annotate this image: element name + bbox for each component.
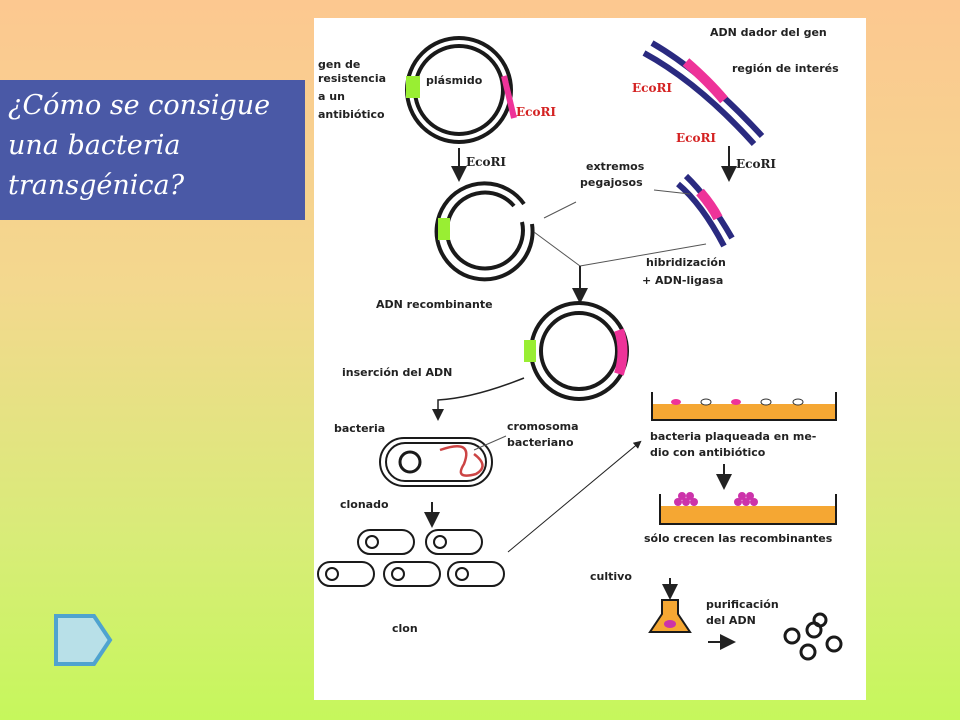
next-slide-arrow-icon[interactable] xyxy=(52,612,114,668)
slide-title: ¿Cómo se consigue una bacteria transgéni… xyxy=(8,90,271,201)
label-ecori-arrow-left: EcoRI xyxy=(466,155,506,169)
donor-dna xyxy=(642,40,765,147)
label-gen-resistencia-4: antibiótico xyxy=(318,108,385,121)
cut-plasmid xyxy=(434,181,535,282)
agar-plate-1 xyxy=(651,392,837,421)
label-solo-crecen: sólo crecen las recombinantes xyxy=(644,532,833,545)
label-cultivo: cultivo xyxy=(590,570,632,583)
label-ecori-arrow-right: EcoRI xyxy=(736,157,776,171)
label-cromosoma-2: bacteriano xyxy=(507,436,574,449)
label-region-interes: región de interés xyxy=(732,62,839,75)
culture-flask xyxy=(648,599,692,633)
title-box: ¿Cómo se consigue una bacteria transgéni… xyxy=(0,80,305,220)
label-hibridizacion-1: hibridización xyxy=(646,256,726,269)
label-clon: clon xyxy=(392,622,418,635)
label-plaqueada-1: bacteria plaqueada en me- xyxy=(650,430,816,443)
diagram-panel: gen de resistencia a un antibiótico plás… xyxy=(314,18,866,700)
label-ecori-plasmid: EcoRI xyxy=(516,105,556,119)
label-ecori-donor-2: EcoRI xyxy=(676,131,716,145)
sticky-end-fragment xyxy=(676,173,735,248)
label-gen-resistencia-3: a un xyxy=(318,90,345,103)
bacterium xyxy=(379,437,493,487)
label-purificacion-2: del ADN xyxy=(706,614,756,627)
label-purificacion-1: purificación xyxy=(706,598,779,611)
plasmid-circle xyxy=(405,36,517,144)
transgenic-bacteria-diagram: gen de resistencia a un antibiótico plás… xyxy=(317,26,843,661)
label-adn-dador: ADN dador del gen xyxy=(710,26,827,39)
label-gen-resistencia-1: gen de xyxy=(318,58,360,71)
label-gen-resistencia-2: resistencia xyxy=(318,72,386,85)
label-cromosoma-1: cromosoma xyxy=(507,420,579,433)
resistance-gene-marker xyxy=(406,76,420,98)
label-clonado: clonado xyxy=(340,498,389,511)
label-plaqueada-2: dio con antibiótico xyxy=(650,446,766,459)
label-adn-recombinante: ADN recombinante xyxy=(376,298,493,311)
label-extremos-2: pegajosos xyxy=(580,176,643,189)
agar-plate-2 xyxy=(659,492,837,525)
label-extremos-1: extremos xyxy=(586,160,645,173)
ecori-site-marker xyxy=(501,75,517,119)
bacteria-clones xyxy=(317,529,505,587)
label-insercion: inserción del ADN xyxy=(342,366,452,379)
recombinant-plasmid xyxy=(524,301,629,401)
purified-plasmids xyxy=(783,612,843,661)
label-hibridizacion-2: + ADN-ligasa xyxy=(642,274,723,287)
label-bacteria: bacteria xyxy=(334,422,385,435)
label-ecori-donor-1: EcoRI xyxy=(632,81,672,95)
label-plasmido: plásmido xyxy=(426,74,483,87)
